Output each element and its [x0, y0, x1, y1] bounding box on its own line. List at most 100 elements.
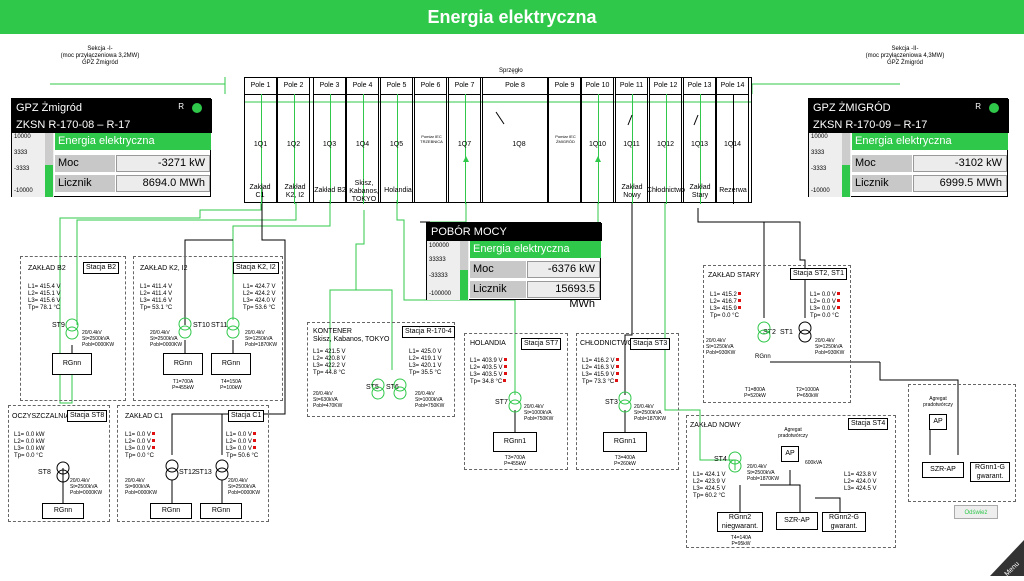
rg-box[interactable]: RGnn	[163, 353, 203, 375]
transformer-label: ST4	[714, 456, 727, 463]
rg-label: RGnn	[755, 354, 771, 360]
station-tag: Stacja B2	[83, 262, 119, 274]
ap-box[interactable]: AP	[929, 414, 947, 430]
dest-k2: Zakład K2, I2	[284, 184, 306, 199]
dest-nowy: Zakład Nowy	[621, 184, 643, 199]
gpz-left-panel: GPZ Żmigród R ZKSN R-170-08 – R-17 10000…	[11, 98, 212, 197]
transformer-label: ST5	[366, 384, 379, 391]
rg-box[interactable]: RGnn1-G gwarant.	[970, 462, 1010, 482]
licznik-value: 8694.0 MWh	[116, 175, 210, 192]
status-dot	[989, 103, 999, 113]
transformer-label: ST13	[195, 469, 212, 476]
dest-chlodnictwo: Chłodnictwo	[646, 187, 686, 194]
station-c1	[117, 405, 269, 522]
station-name: HOLANDIA	[470, 340, 506, 347]
station-tag: Stacja ST3	[630, 338, 671, 350]
transformer-label: ST10	[193, 322, 210, 329]
station-name: OCZYSZCZALNIA	[12, 413, 70, 420]
coupler-label: Sprzęgło	[499, 68, 523, 74]
menu-icon: Menu	[990, 540, 1024, 578]
transformer-label: ST2	[763, 329, 776, 336]
dest-kontener: Skisz, Kabanos, TOKYO	[349, 180, 379, 203]
transformer-label: ST9	[52, 322, 65, 329]
szr-box[interactable]: SZR-AP	[776, 512, 818, 530]
rg-box[interactable]: RGnn2 niegwarant.	[717, 512, 763, 532]
station-tag: Stacja K2, I2	[233, 262, 279, 274]
transformer-label: ST12	[179, 469, 196, 476]
station-name: ZAKŁAD STARY	[708, 272, 760, 279]
rg-box[interactable]: RGnn1	[603, 432, 647, 452]
rg-box[interactable]: RGnn1	[493, 432, 537, 452]
szr-box[interactable]: SZR-AP	[922, 462, 964, 478]
rg-box[interactable]: RGnn	[150, 503, 192, 519]
transformer-label: ST3	[605, 399, 618, 406]
station-stary	[703, 265, 851, 403]
rg-box[interactable]: RGnn	[42, 503, 84, 519]
moc-value: -3102 kW	[913, 155, 1007, 172]
rg-box[interactable]: RGnn	[200, 503, 242, 519]
station-tag: Stacja ST4	[848, 418, 889, 430]
station-tag: Stacja C1	[228, 410, 265, 422]
generator-label: Agregat pradotwórczy	[778, 427, 808, 439]
rg-box[interactable]: RGnn2-G gwarant.	[822, 512, 866, 532]
rg-box[interactable]: RGnn	[211, 353, 251, 375]
page-title: Energia elektryczna	[0, 0, 1024, 34]
generator-label: Agregat pradotwórczy	[923, 396, 953, 408]
dest-holandia: Holandia	[384, 187, 412, 194]
status-dot	[192, 103, 202, 113]
section-left-label: Sekcja -I-(moc przyłączeniowa 3,2MW)GPZ …	[60, 46, 140, 66]
moc-value: -3271 kW	[116, 155, 210, 172]
station-tag: Stacja R-170-4	[402, 326, 455, 338]
menu-button[interactable]: Menu	[990, 540, 1024, 578]
refresh-button[interactable]: Odśwież	[954, 505, 998, 519]
dest-stary: Zakład Stary	[689, 184, 711, 199]
station-name: CHŁODNICTWO	[580, 340, 633, 347]
rg-box[interactable]: RGnn	[52, 353, 92, 375]
ap-box[interactable]: AP	[781, 446, 799, 462]
station-b2	[20, 256, 126, 401]
station-kontener	[307, 322, 455, 417]
generator-power: 600kVA	[805, 460, 823, 466]
